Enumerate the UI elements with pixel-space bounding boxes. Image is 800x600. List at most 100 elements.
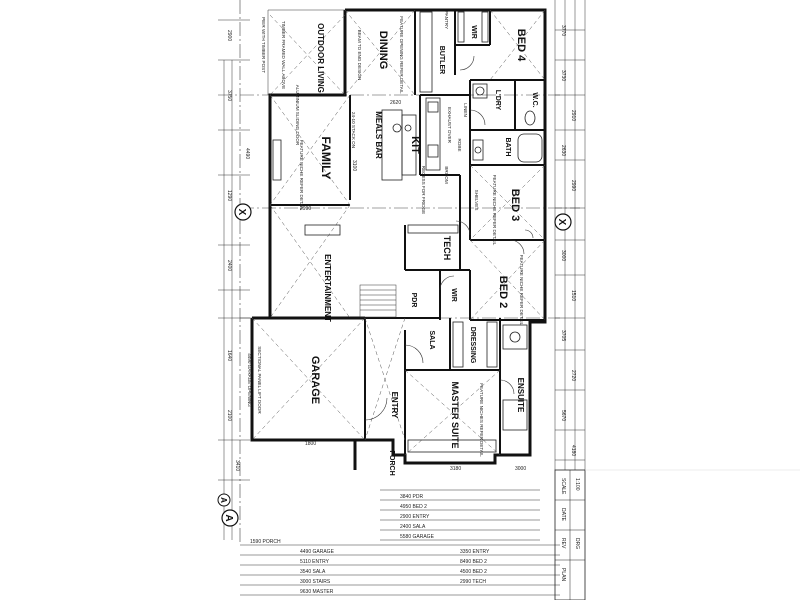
room-label-ensuite: ENSUITE bbox=[516, 378, 525, 413]
room-label-kitchen: KIT bbox=[409, 136, 421, 154]
bottom-dim: 4950 BED 2 bbox=[400, 504, 427, 510]
note-linen: LINEN bbox=[463, 103, 468, 117]
room-label-outdoor-living: OUTDOOR LIVING bbox=[316, 23, 325, 93]
dim-text: 1800 bbox=[305, 441, 316, 447]
note-fridge: RECESS FOR FRIDGE bbox=[421, 166, 426, 215]
dim-text: 2910 bbox=[570, 110, 576, 121]
door-swings bbox=[364, 55, 534, 421]
bottom-dim: 2900 ENTRY bbox=[400, 514, 430, 520]
bottom-dim: 9630 MASTER bbox=[300, 589, 334, 595]
bottom-dim: 3000 STAIRS bbox=[300, 579, 331, 585]
note-exhaust: EXHAUST OVER bbox=[447, 107, 452, 144]
dim-text: 3770 bbox=[560, 25, 566, 36]
room-label-tech: TECH bbox=[442, 236, 452, 261]
bottom-dim: 2990 TECH bbox=[460, 579, 486, 585]
room-label-bed4: BED 4 bbox=[515, 29, 527, 62]
grid-marker-label: X bbox=[556, 219, 567, 226]
dim-text: 5670 bbox=[560, 410, 566, 421]
dim-text: 3180 bbox=[450, 466, 461, 472]
bottom-dimension-strings bbox=[240, 489, 560, 596]
dim-text: 2720 bbox=[570, 370, 576, 381]
dim-text: 3705 bbox=[560, 330, 566, 341]
note-timber-wall: TIMBER FRAMED WALL ABOVE bbox=[281, 21, 286, 89]
bottom-dim: 3350 ENTRY bbox=[460, 549, 490, 555]
room-label-dressing: DRESSING bbox=[469, 327, 476, 364]
dim-text: 4490 bbox=[244, 148, 250, 159]
room-label-porch: PORCH bbox=[388, 450, 395, 475]
room-label-entertainment: ENTERTAINMENT bbox=[323, 254, 332, 322]
note-robe: ROBE bbox=[457, 138, 462, 151]
dim-text: 3000 bbox=[560, 250, 566, 261]
note-niche-bed2: FEATURE NICHE REFER DETAIL bbox=[519, 255, 524, 326]
title-block bbox=[554, 469, 800, 600]
title-block-text: 1:100 bbox=[574, 478, 580, 491]
grid-marker-x-top: X bbox=[234, 203, 252, 221]
grid-marker-label: A bbox=[223, 514, 234, 521]
room-diagonals bbox=[251, 9, 546, 456]
note-garage-opening: 4490 GARAGE OPENING bbox=[247, 353, 252, 407]
note-shelves: SHELVES bbox=[474, 190, 479, 211]
grid-marker-label: A bbox=[219, 497, 228, 503]
grid-marker-a-2: A bbox=[217, 493, 231, 507]
room-label-entry: ENTRY bbox=[390, 392, 399, 419]
bottom-dim: 2400 SALA bbox=[400, 524, 426, 530]
dim-text: 3750 bbox=[226, 90, 232, 101]
room-label-master-suite: MASTER SUITE bbox=[450, 381, 460, 448]
title-block-text: DATE bbox=[560, 508, 566, 522]
room-label-bath: BATH bbox=[504, 138, 511, 157]
title-block-text: SCALE bbox=[560, 478, 566, 495]
note-stack-on: 24-10 STACK ON bbox=[351, 112, 356, 148]
bottom-dim: 5580 GARAGE bbox=[400, 534, 435, 540]
room-label-pdr: PDR bbox=[410, 293, 417, 308]
note-opening-dining: FEATURE OPENING REFER DETAIL bbox=[399, 16, 404, 94]
bottom-dim: 4500 BED 2 bbox=[460, 569, 487, 575]
title-block-text: REV bbox=[560, 538, 566, 549]
left-dimension-strings bbox=[218, 19, 250, 481]
dim-text: 2100 bbox=[226, 410, 232, 421]
room-label-meals-bar: MEALS BAR bbox=[374, 111, 383, 159]
note-garage-door: SECTIONAL PANEL LIFT DOOR bbox=[257, 346, 262, 414]
dim-text: 2400 bbox=[226, 260, 232, 271]
note-sliding-door: ALUMINIUM SLIDING DOOR bbox=[295, 85, 300, 146]
dim-text: 1510 bbox=[570, 290, 576, 301]
bottom-dim: 3540 SALA bbox=[300, 569, 326, 575]
grid-marker-x-mid: X bbox=[554, 213, 572, 231]
bottom-dim: 1590 PORCH bbox=[250, 539, 281, 545]
fixtures bbox=[272, 11, 543, 453]
room-label-garage: GARAGE bbox=[309, 356, 321, 404]
dim-text: 1290 bbox=[226, 190, 232, 201]
grid-marker-a-1: A bbox=[221, 509, 239, 527]
room-label-wir-2: WIR bbox=[450, 288, 457, 302]
dim-text: 3410 bbox=[234, 460, 240, 471]
room-label-butler: BUTLER bbox=[438, 46, 445, 74]
dim-text: 2990 bbox=[300, 206, 311, 212]
dim-text: 2630 bbox=[560, 145, 566, 156]
room-label-dining: DINING bbox=[377, 31, 389, 70]
dim-text: 4180 bbox=[570, 445, 576, 456]
room-label-laundry: L'DRY bbox=[494, 90, 501, 111]
title-block-text: PLAN bbox=[560, 568, 566, 581]
bottom-dim: 3840 PDR bbox=[400, 494, 423, 500]
dim-text: 2990 bbox=[570, 180, 576, 191]
room-label-wc: W.C. bbox=[531, 92, 538, 107]
note-niche-bed3: FEATURE NICHE REFER DETAIL bbox=[492, 175, 497, 246]
grid-lines bbox=[218, 0, 586, 545]
dim-text: 3100 bbox=[351, 160, 357, 171]
room-label-family: FAMILY bbox=[319, 137, 333, 180]
bottom-dim: 4490 GARAGE bbox=[300, 549, 335, 555]
note-niche-family: FEATURE NICHE REFER DETAIL bbox=[299, 140, 304, 211]
dim-text: 1640 bbox=[226, 350, 232, 361]
dim-text: 2620 bbox=[390, 100, 401, 106]
right-dimension-strings bbox=[555, 29, 585, 461]
internal-walls bbox=[270, 10, 545, 455]
note-pier: PIER WITH TIMBER POST bbox=[261, 17, 266, 73]
title-block-text: DRG bbox=[574, 538, 580, 549]
note-pantry: PANTRY bbox=[444, 11, 449, 29]
note-broom: BROOM bbox=[444, 166, 449, 184]
dim-text: 2900 bbox=[226, 30, 232, 41]
room-label-sala: SALA bbox=[428, 330, 435, 349]
room-label-bed2: BED 2 bbox=[497, 276, 509, 308]
note-niches-master: FEATURE NICHES REFER DETAIL bbox=[479, 383, 484, 457]
room-label-bed3: BED 3 bbox=[509, 189, 521, 221]
